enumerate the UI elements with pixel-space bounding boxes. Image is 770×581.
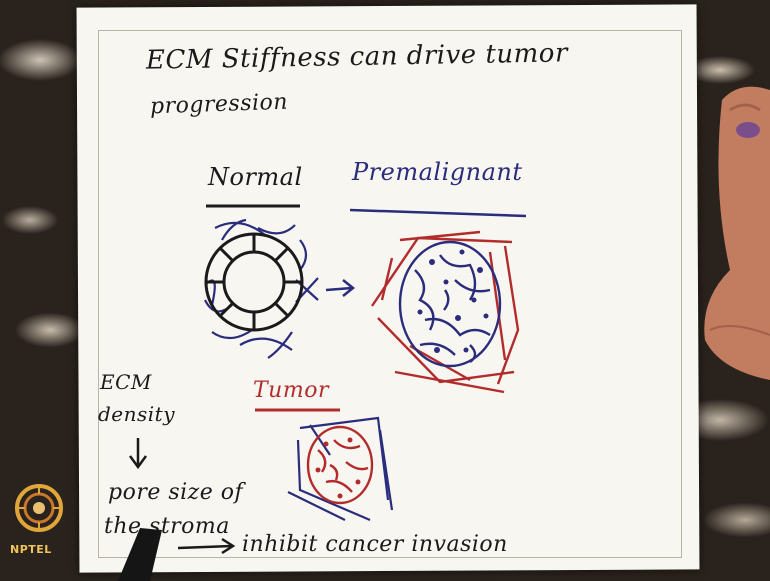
premalignant-ecm-fibres [372,232,518,392]
pen-icon [118,528,162,581]
hand-finger [660,70,770,430]
premalignant-cell-mass [400,242,500,366]
premalignant-underline [350,210,526,216]
normal-duct [206,234,302,330]
progression-arrow [326,280,353,296]
tumor-cell-mass [308,427,372,503]
tumor-ecm-fibres [288,418,392,520]
down-arrow [130,438,146,467]
inhibit-arrow [178,539,233,553]
nptel-logo-text: NPTEL [10,543,52,556]
